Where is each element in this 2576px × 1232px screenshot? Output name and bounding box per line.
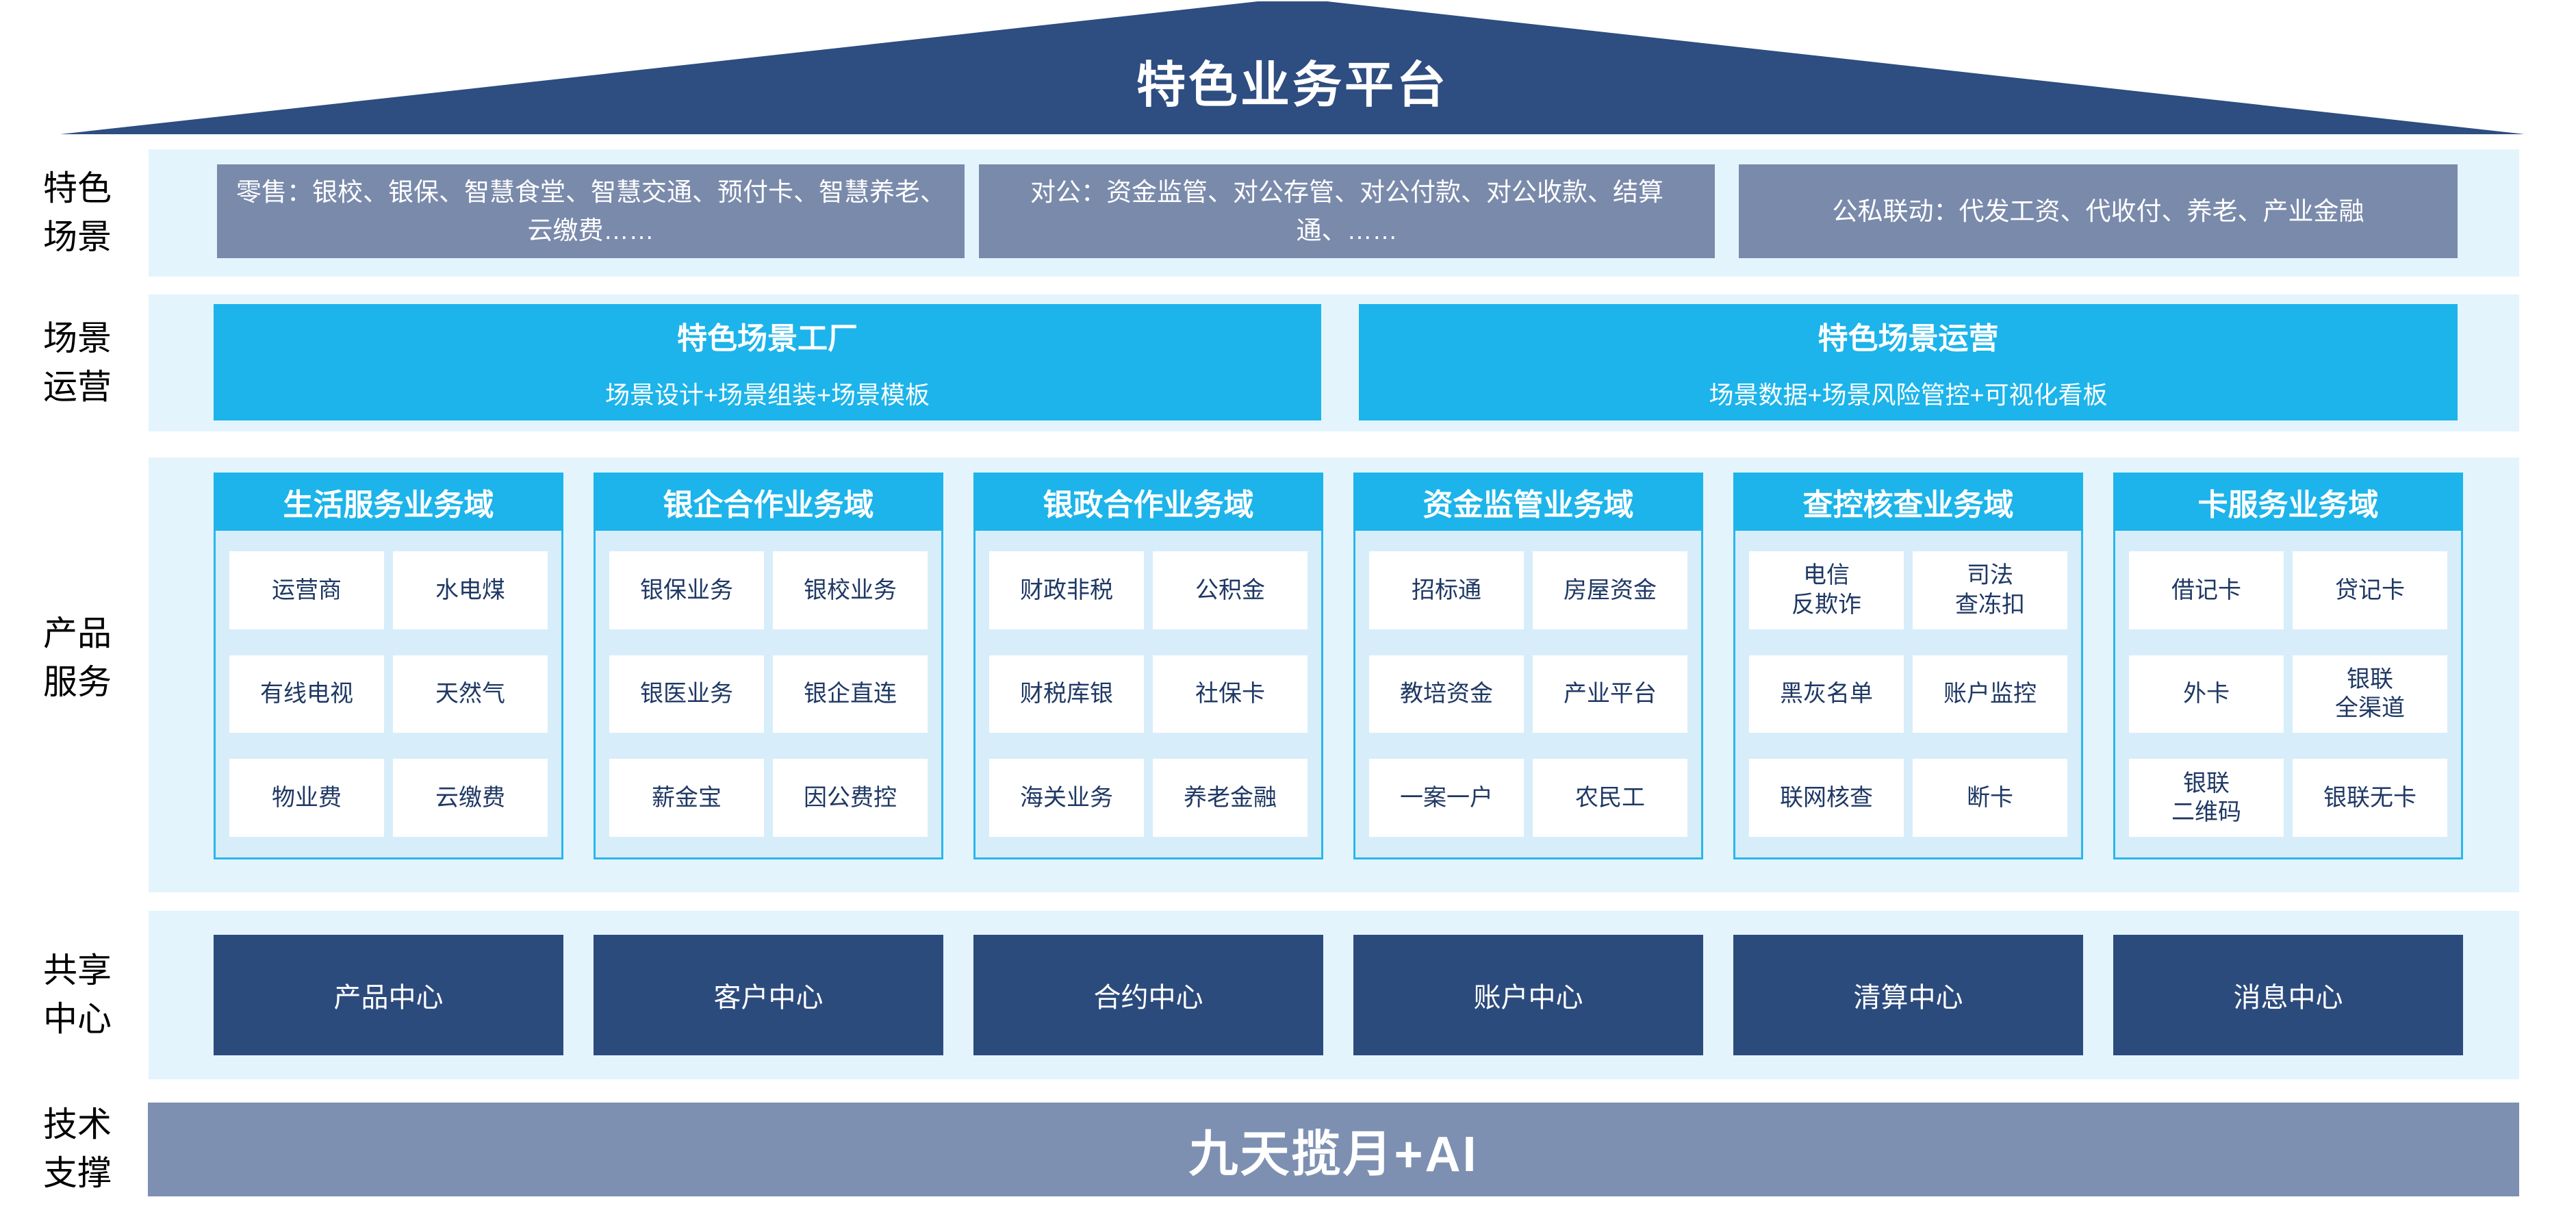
product-cell: 物业费	[229, 759, 384, 837]
product-column-body: 银保业务银校业务银医业务银企直连薪金宝因公费控	[594, 531, 943, 859]
product-column-title: 银政合作业务域	[973, 473, 1323, 531]
product-cell: 联网核查	[1749, 759, 1904, 837]
scene-factory-title: 特色场景工厂	[677, 322, 858, 355]
product-cell: 银联无卡	[2293, 759, 2447, 837]
side-label-tech-support: 技术 支撑	[43, 1105, 112, 1192]
product-column-4: 资金监管业务域招标通房屋资金教培资金产业平台一案一户农民工	[1353, 473, 1703, 859]
product-column-3: 银政合作业务域财政非税公积金财税库银社保卡海关业务养老金融	[973, 473, 1323, 859]
product-column-body: 电信 反欺诈司法 查冻扣黑灰名单账户监控联网核查断卡	[1733, 531, 2083, 859]
scene-operation-title: 特色场景运营	[1818, 322, 1999, 355]
product-cell: 银企直连	[773, 655, 928, 733]
row-scenario-operation: 特色场景工厂 场景设计+场景组装+场景模板 特色场景运营 场景数据+场景风险管控…	[149, 294, 2519, 431]
product-cell: 外卡	[2129, 655, 2284, 733]
product-cell: 有线电视	[229, 655, 384, 733]
product-column-title: 银企合作业务域	[594, 473, 943, 531]
product-column-title: 资金监管业务域	[1353, 473, 1703, 531]
side-label-product-services: 产品 服务	[43, 614, 112, 701]
product-column-title: 查控核查业务域	[1733, 473, 2083, 531]
product-cell: 薪金宝	[609, 759, 764, 837]
product-column-5: 查控核查业务域电信 反欺诈司法 查冻扣黑灰名单账户监控联网核查断卡	[1733, 473, 2083, 859]
shared-center-2: 客户中心	[594, 935, 943, 1055]
product-cell: 断卡	[1913, 759, 2067, 837]
shared-center-1: 产品中心	[214, 935, 563, 1055]
row-featured-scenarios: 零售：银校、银保、智慧食堂、智慧交通、预付卡、智慧养老、云缴费…… 对公：资金监…	[149, 149, 2519, 277]
product-column-title: 生活服务业务域	[214, 473, 563, 531]
product-column-body: 运营商水电煤有线电视天然气物业费云缴费	[214, 531, 563, 859]
product-cell: 财政非税	[989, 551, 1144, 629]
product-cell: 天然气	[393, 655, 548, 733]
product-cell: 海关业务	[989, 759, 1144, 837]
shared-center-5: 清算中心	[1733, 935, 2083, 1055]
side-label-featured-scenarios: 特色 场景	[43, 169, 112, 256]
product-cell: 借记卡	[2129, 551, 2284, 629]
product-column-body: 借记卡贷记卡外卡银联 全渠道银联 二维码银联无卡	[2113, 531, 2463, 859]
row-shared-centers: 产品中心客户中心合约中心账户中心清算中心消息中心	[149, 911, 2519, 1079]
shared-center-6: 消息中心	[2113, 935, 2463, 1055]
product-cell: 电信 反欺诈	[1749, 551, 1904, 629]
tech-support-bar: 九天揽月+AI	[148, 1103, 2519, 1196]
product-cell: 银医业务	[609, 655, 764, 733]
product-cell: 招标通	[1369, 551, 1524, 629]
tech-support-label: 九天揽月+AI	[1188, 1127, 1479, 1182]
scene-factory-subtitle: 场景设计+场景组装+场景模板	[604, 381, 930, 409]
scenario-box-public-private: 公私联动：代发工资、代收付、养老、产业金融	[1739, 164, 2458, 258]
product-cell: 银校业务	[773, 551, 928, 629]
product-column-1: 生活服务业务域运营商水电煤有线电视天然气物业费云缴费	[214, 473, 563, 859]
product-column-body: 财政非税公积金财税库银社保卡海关业务养老金融	[973, 531, 1323, 859]
product-cell: 银保业务	[609, 551, 764, 629]
product-cell: 黑灰名单	[1749, 655, 1904, 733]
page-title: 特色业务平台	[1136, 58, 1449, 113]
product-cell: 账户监控	[1913, 655, 2067, 733]
product-cell: 房屋资金	[1533, 551, 1687, 629]
product-cell: 农民工	[1533, 759, 1687, 837]
scene-factory-box: 特色场景工厂 场景设计+场景组装+场景模板	[214, 304, 1321, 420]
scene-operation-subtitle: 场景数据+场景风险管控+可视化看板	[1709, 381, 2108, 409]
product-cell: 公积金	[1153, 551, 1308, 629]
product-cell: 司法 查冻扣	[1913, 551, 2067, 629]
side-label-scenario-operation: 场景 运营	[43, 319, 112, 406]
product-cell: 产业平台	[1533, 655, 1687, 733]
product-column-title: 卡服务业务域	[2113, 473, 2463, 531]
row-product-services: 生活服务业务域运营商水电煤有线电视天然气物业费云缴费银企合作业务域银保业务银校业…	[149, 457, 2519, 892]
product-cell: 教培资金	[1369, 655, 1524, 733]
product-cell: 社保卡	[1153, 655, 1308, 733]
product-cell: 水电煤	[393, 551, 548, 629]
roof-banner: 特色业务平台	[60, 1, 2525, 134]
product-cell: 养老金融	[1153, 759, 1308, 837]
product-cell: 财税库银	[989, 655, 1144, 733]
shared-center-4: 账户中心	[1353, 935, 1703, 1055]
product-column-2: 银企合作业务域银保业务银校业务银医业务银企直连薪金宝因公费控	[594, 473, 943, 859]
product-cell: 银联 全渠道	[2293, 655, 2447, 733]
product-column-body: 招标通房屋资金教培资金产业平台一案一户农民工	[1353, 531, 1703, 859]
product-cell: 运营商	[229, 551, 384, 629]
product-cell: 银联 二维码	[2129, 759, 2284, 837]
product-cell: 贷记卡	[2293, 551, 2447, 629]
product-cell: 一案一户	[1369, 759, 1524, 837]
shared-center-3: 合约中心	[973, 935, 1323, 1055]
scenario-box-retail: 零售：银校、银保、智慧食堂、智慧交通、预付卡、智慧养老、云缴费……	[217, 164, 965, 258]
scenario-box-corporate: 对公：资金监管、对公存管、对公付款、对公收款、结算通、……	[979, 164, 1715, 258]
product-cell: 云缴费	[393, 759, 548, 837]
scene-operation-box: 特色场景运营 场景数据+场景风险管控+可视化看板	[1359, 304, 2458, 420]
side-label-shared-centers: 共享 中心	[43, 951, 112, 1038]
product-cell: 因公费控	[773, 759, 928, 837]
product-column-6: 卡服务业务域借记卡贷记卡外卡银联 全渠道银联 二维码银联无卡	[2113, 473, 2463, 859]
